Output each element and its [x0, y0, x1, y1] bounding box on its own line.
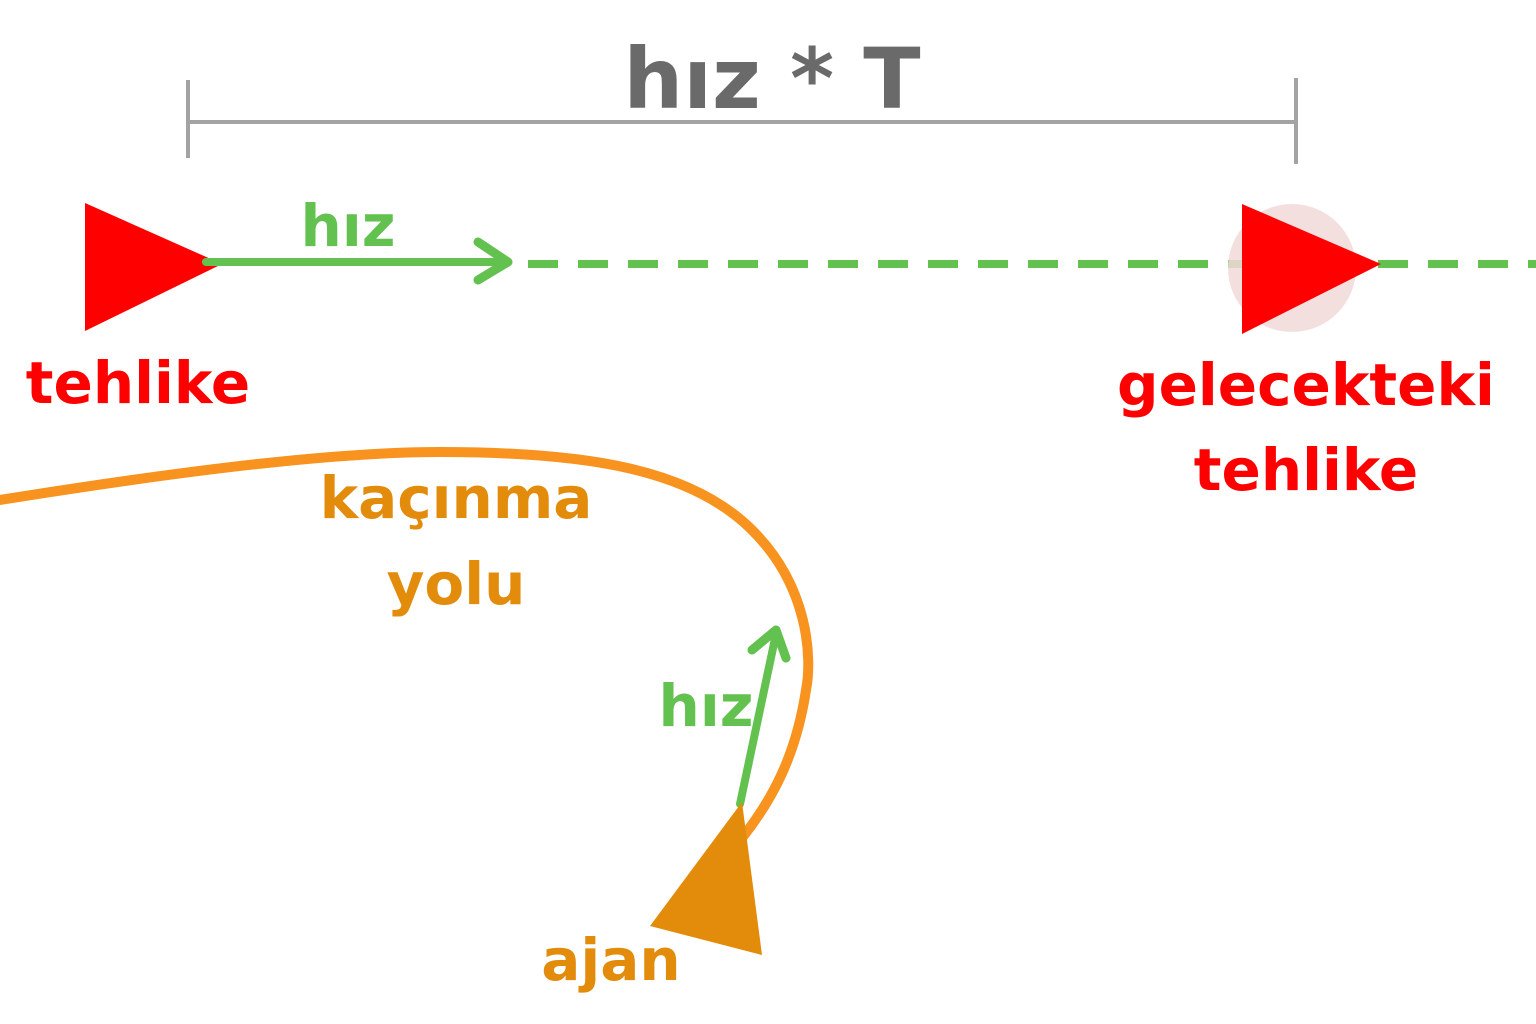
- measure-bracket: hız * T: [186, 30, 1298, 164]
- avoidance-path: kaçınma yolu: [0, 446, 814, 843]
- avoidance-path-curve: [0, 446, 814, 843]
- hazard-velocity-label: hız: [301, 192, 396, 260]
- future-hazard: gelecekteki tehlike: [1117, 204, 1495, 504]
- agent-triangle-icon: [650, 802, 762, 955]
- hazard-triangle-icon: [85, 203, 222, 331]
- agent: hız ajan: [541, 625, 791, 994]
- agent-velocity-arrow: [736, 630, 780, 808]
- measure-label: hız * T: [623, 30, 920, 128]
- hazard-velocity-arrowhead-icon: [473, 237, 513, 285]
- hazard-label: tehlike: [26, 349, 250, 417]
- avoidance-path-label-line1: kaçınma: [320, 464, 593, 532]
- hazard: hız tehlike: [26, 192, 513, 417]
- avoidance-path-label-line2: yolu: [387, 550, 526, 618]
- future-hazard-triangle-icon: [1242, 204, 1381, 334]
- agent-label: ajan: [541, 926, 680, 994]
- agent-velocity-label: hız: [659, 672, 754, 740]
- agent-velocity-arrowhead-icon: [747, 625, 791, 663]
- future-hazard-label-line1: gelecekteki: [1117, 351, 1495, 419]
- future-hazard-label-line2: tehlike: [1194, 436, 1418, 504]
